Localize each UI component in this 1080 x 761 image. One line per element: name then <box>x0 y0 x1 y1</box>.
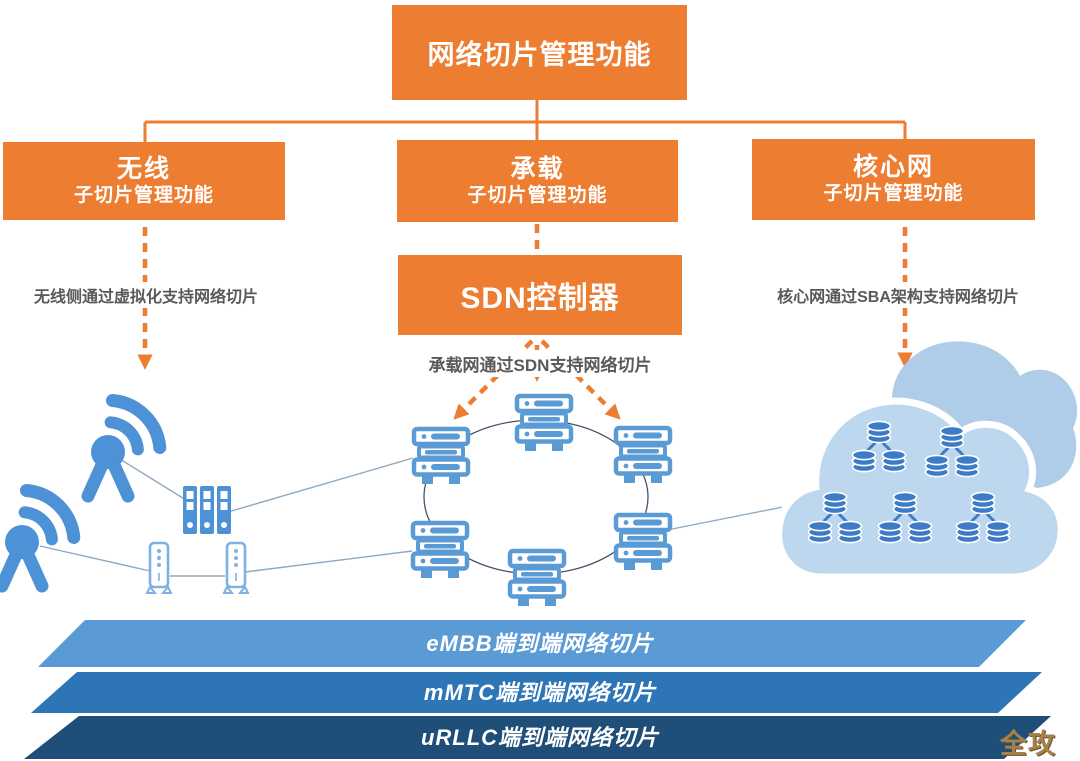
mmtc-slice-bar: mMTC端到端网络切片 <box>31 672 1042 713</box>
bearer-box-subtitle: 子切片管理功能 <box>467 184 608 206</box>
tower-server-icon <box>222 541 250 595</box>
router-icon <box>414 429 468 484</box>
core-box-title: 核心网 <box>852 153 934 182</box>
org-chart-connectors <box>143 100 907 142</box>
core-sub-slice-box: 核心网 子切片管理功能 <box>752 139 1035 220</box>
antenna-icon <box>88 401 160 497</box>
router-icon <box>517 396 571 451</box>
tower-server-icon <box>145 541 173 595</box>
embb-slice-bar: eMBB端到端网络切片 <box>38 620 1026 667</box>
wireless-annotation: 无线侧通过虚拟化支持网络切片 <box>26 282 266 308</box>
core-annotation: 核心网通过SBA架构支持网络切片 <box>774 282 1022 308</box>
bearer-sub-slice-box: 承载 子切片管理功能 <box>397 140 678 222</box>
router-icon <box>616 428 670 483</box>
bearer-annotation: 承载网通过SDN支持网络切片 <box>426 350 654 377</box>
server-rack-icon <box>183 486 231 534</box>
watermark: 全攻略 <box>1000 729 1056 759</box>
link-lines <box>39 455 784 577</box>
wireless-box-subtitle: 子切片管理功能 <box>73 184 214 206</box>
wireless-box-title: 无线 <box>116 154 171 183</box>
core-box-subtitle: 子切片管理功能 <box>823 183 964 204</box>
sdn-controller-box: SDN控制器 <box>398 255 682 335</box>
antenna-icon <box>2 491 74 587</box>
urllc-slice-bar: uRLLC端到端网络切片 <box>24 716 1051 759</box>
router-icon <box>413 523 467 578</box>
router-icon <box>510 551 564 606</box>
wireless-sub-slice-box: 无线 子切片管理功能 <box>3 142 285 220</box>
title-box: 网络切片管理功能 <box>392 5 687 100</box>
cloud-icon <box>775 341 1078 581</box>
router-icon <box>616 515 670 570</box>
bearer-box-title: 承载 <box>510 154 565 183</box>
